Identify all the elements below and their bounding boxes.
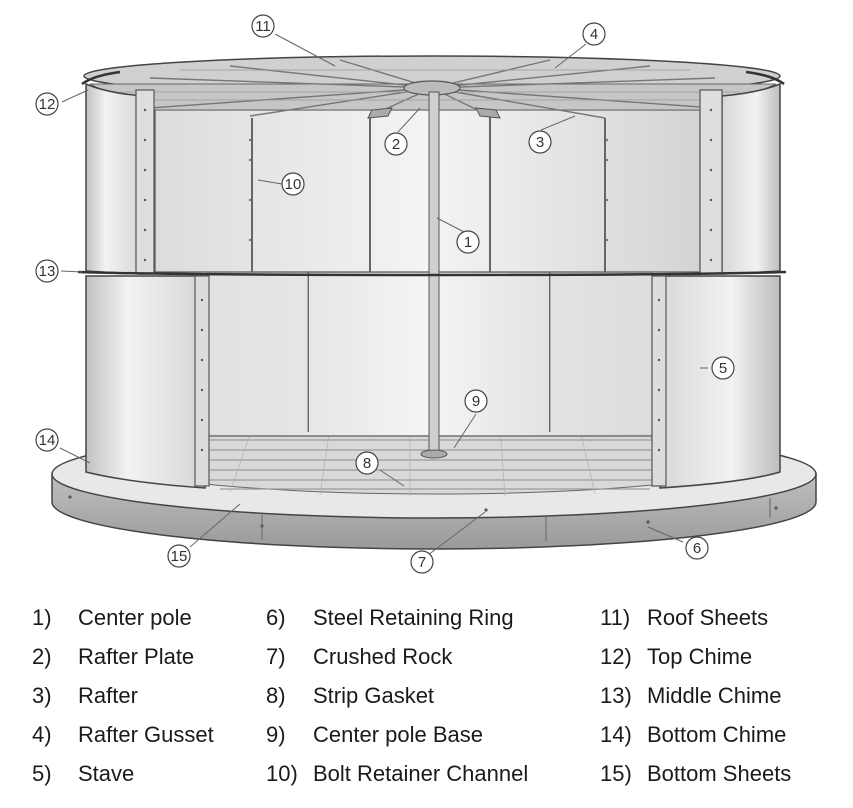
callout-9: 9 [464, 389, 488, 413]
middle-chime [77, 270, 787, 277]
legend-item: 7) Crushed Rock [266, 637, 528, 676]
svg-text:1: 1 [464, 234, 472, 251]
legend-number: 3) [32, 682, 52, 708]
svg-text:8: 8 [363, 455, 371, 472]
legend-label: Center pole [78, 604, 192, 630]
svg-text:5: 5 [719, 360, 727, 377]
legend-item: 5) Stave [32, 754, 214, 793]
svg-text:9: 9 [472, 393, 480, 410]
svg-text:15: 15 [171, 548, 188, 565]
legend-column-1: 1) Center pole 2) Rafter Plate 3) Rafter 4)… [32, 598, 214, 793]
svg-text:7: 7 [418, 554, 426, 571]
legend-item: 15) Bottom Sheets [600, 754, 791, 793]
stave-lower-right [651, 275, 781, 489]
svg-text:13: 13 [39, 263, 56, 280]
callout-5: 5 [711, 356, 735, 380]
rafter-plate [367, 80, 501, 119]
legend-number: 4) [32, 721, 52, 747]
top-chime [81, 70, 785, 86]
legend-item: 11) Roof Sheets [600, 598, 791, 637]
callout-13: 13 [35, 259, 59, 283]
legend-label: Bottom Sheets [647, 760, 792, 786]
legend-number: 12) [600, 643, 632, 669]
svg-text:2: 2 [392, 136, 400, 153]
svg-text:6: 6 [693, 540, 701, 557]
legend-number: 1) [32, 604, 52, 630]
svg-text:12: 12 [39, 96, 56, 113]
legend-item: 13) Middle Chime [600, 676, 791, 715]
legend-label: Stave [78, 760, 135, 786]
legend-number: 15) [600, 760, 632, 786]
leader-lines [59, 33, 708, 556]
legend-label: Rafter [78, 682, 138, 708]
svg-text:11: 11 [255, 18, 271, 35]
legend-label: Roof Sheets [647, 604, 769, 630]
legend-item: 8) Strip Gasket [266, 676, 528, 715]
parts-legend: 1) Center pole 2) Rafter Plate 3) Rafter 4)… [0, 598, 853, 803]
callout-6: 6 [685, 536, 709, 560]
callout-8: 8 [355, 451, 379, 475]
legend-item: 3) Rafter [32, 676, 214, 715]
callout-7: 7 [410, 550, 434, 574]
svg-text:3: 3 [536, 134, 544, 151]
legend-number: 9) [266, 721, 286, 747]
callout-12: 12 [35, 92, 59, 116]
legend-label: Bottom Chime [647, 721, 787, 747]
stave-lower-left [85, 275, 210, 489]
center-pole [420, 91, 448, 459]
svg-text:4: 4 [590, 26, 598, 43]
callout-3: 3 [528, 130, 552, 154]
legend-item: 4) Rafter Gusset [32, 715, 214, 754]
legend-number: 7) [266, 643, 286, 669]
callout-2: 2 [384, 132, 408, 156]
legend-label: Rafter Gusset [78, 721, 214, 747]
callout-10: 10 [281, 172, 305, 196]
legend-label: Center pole Base [313, 721, 483, 747]
legend-item: 10) Bolt Retainer Channel [266, 754, 528, 793]
legend-label: Crushed Rock [313, 643, 453, 669]
stave-upper-left [85, 82, 155, 275]
callout-1: 1 [456, 230, 480, 254]
legend-item: 2) Rafter Plate [32, 637, 214, 676]
legend-label: Top Chime [647, 643, 753, 669]
legend-number: 11) [600, 604, 631, 630]
legend-item: 9) Center pole Base [266, 715, 528, 754]
stave-upper-right [699, 82, 781, 275]
legend-number: 13) [600, 682, 632, 708]
legend-label: Steel Retaining Ring [313, 604, 514, 630]
inner-wall-upper [154, 109, 701, 273]
svg-text:14: 14 [39, 432, 56, 449]
legend-number: 14) [600, 721, 632, 747]
legend-column-3: 11) Roof Sheets 12) Top Chime 13) Middle Ch… [600, 598, 791, 793]
legend-number: 8) [266, 682, 286, 708]
callout-15: 15 [167, 544, 191, 568]
svg-text:10: 10 [285, 176, 302, 193]
legend-label: Bolt Retainer Channel [313, 760, 529, 786]
legend-label: Middle Chime [647, 682, 782, 708]
legend-column-2: 6) Steel Retaining Ring 7) Crushed Rock 8)… [266, 598, 528, 793]
tank-cutaway-diagram: 1 2 3 4 5 6 7 8 9 10 11 12 [35, 14, 817, 574]
legend-item: 14) Bottom Chime [600, 715, 791, 754]
legend-number: 6) [266, 604, 286, 630]
legend-item: 6) Steel Retaining Ring [266, 598, 528, 637]
legend-number: 2) [32, 643, 52, 669]
legend-label: Strip Gasket [313, 682, 435, 708]
callout-14: 14 [35, 428, 59, 452]
legend-item: 12) Top Chime [600, 637, 791, 676]
callout-4: 4 [582, 22, 606, 46]
legend-number: 10) [266, 760, 298, 786]
legend-number: 5) [32, 760, 52, 786]
legend-label: Rafter Plate [78, 643, 195, 669]
callout-11: 11 [251, 14, 275, 38]
legend-item: 1) Center pole [32, 598, 214, 637]
